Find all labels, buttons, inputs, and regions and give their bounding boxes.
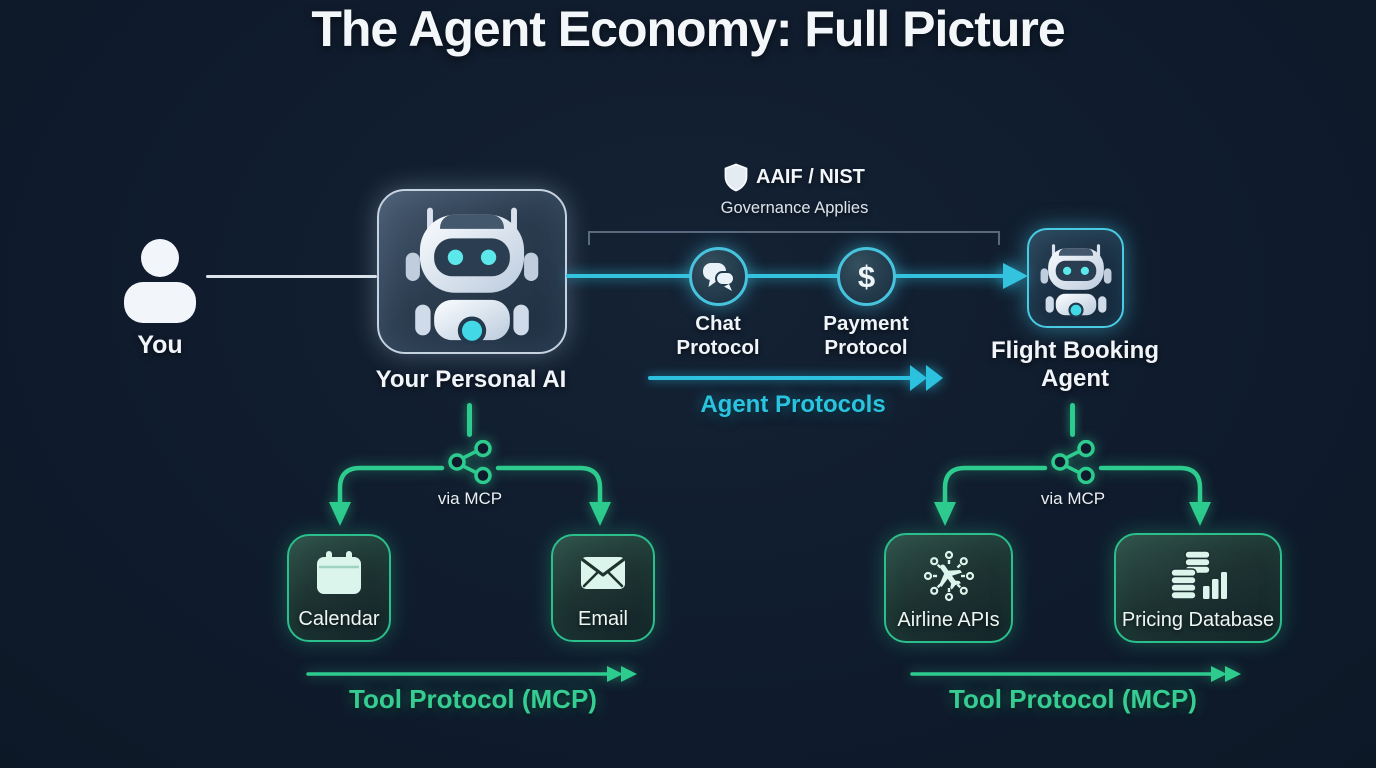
tool-protocol-label-left: Tool Protocol (MCP) (349, 684, 597, 714)
airplane-network-icon (923, 550, 974, 602)
via-mcp-label-right: via MCP (1040, 489, 1106, 508)
pricing-database-label: Pricing Database (1121, 609, 1275, 631)
pricing-database-card: Pricing Database (1114, 533, 1282, 643)
page-title: The Agent Economy: Full Picture (311, 1, 1065, 57)
email-label: Email (577, 608, 628, 630)
agent-protocols-label: Agent Protocols (700, 391, 886, 418)
mcp-share-icon-right (1051, 440, 1095, 484)
agent-protocols-arrowhead-2 (926, 365, 943, 391)
flight-agent-label: Flight Booking Agent (991, 337, 1159, 393)
calendar-icon (317, 551, 361, 594)
airline-apis-card: Airline APIs (884, 533, 1013, 643)
tool-protocol-arrow-left (306, 666, 637, 682)
payment-protocol-node: $ (837, 247, 896, 306)
tool-protocol-label-right: Tool Protocol (MCP) (949, 684, 1197, 714)
mcp-branch-arrows-right (934, 465, 1211, 526)
email-icon (581, 557, 625, 589)
chat-protocol-label: Chat Protocol (676, 312, 760, 359)
calendar-card: Calendar (287, 534, 391, 642)
mcp-share-icon (448, 440, 492, 484)
mcp-branch-arrows-left (329, 465, 611, 526)
personal-ai-label: Your Personal AI (375, 366, 567, 393)
email-card: Email (551, 534, 655, 642)
agent-to-agent-arrowhead (1003, 263, 1028, 289)
person-icon (124, 239, 196, 323)
payment-protocol-label: Payment Protocol (823, 312, 909, 359)
flight-agent-card (1027, 228, 1124, 328)
governance-bracket (588, 231, 1000, 245)
you-label: You (137, 331, 183, 359)
you-to-ai-connector (206, 275, 377, 278)
calendar-label: Calendar (298, 608, 380, 630)
robot-icon-small (1038, 239, 1114, 318)
airline-apis-label: Airline APIs (897, 609, 1000, 631)
via-mcp-label-left: via MCP (437, 489, 503, 508)
dollar-icon: $ (857, 259, 876, 294)
chat-protocol-node (689, 247, 748, 306)
flight-to-mcp-connector (1070, 403, 1075, 437)
robot-icon (401, 198, 543, 345)
ai-to-mcp-connector (467, 403, 472, 437)
personal-ai-card (377, 189, 567, 354)
governance-title: AAIF / NIST (756, 166, 865, 188)
chat-bubbles-icon (702, 263, 735, 291)
agent-protocols-arrowhead-1 (910, 365, 927, 391)
tool-protocol-arrow-right (910, 666, 1241, 682)
agent-to-agent-line (566, 274, 1012, 278)
database-chart-icon (1170, 550, 1227, 600)
governance-subtitle: Governance Applies (720, 199, 869, 217)
agent-protocols-arrow (648, 376, 914, 380)
shield-icon (724, 163, 748, 192)
